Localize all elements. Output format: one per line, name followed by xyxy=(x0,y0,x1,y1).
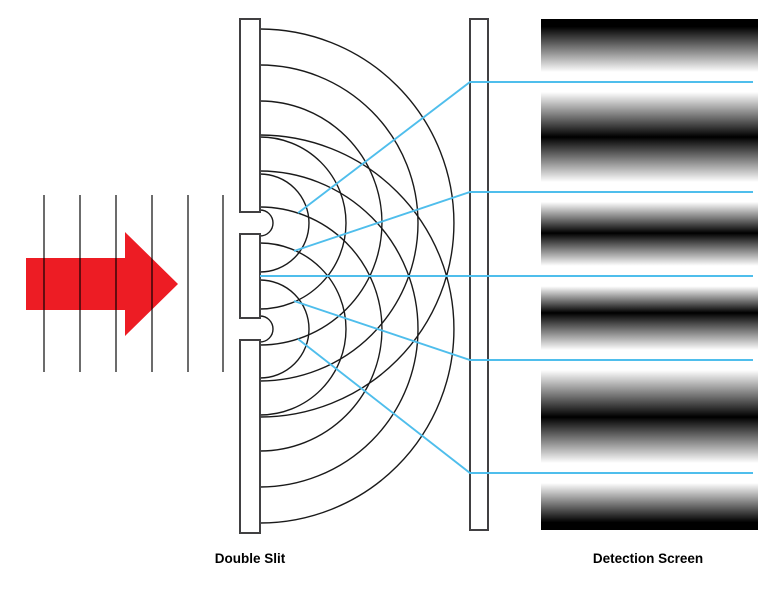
circular-wavefronts xyxy=(259,28,455,524)
bottom-slit-wavefront-arc xyxy=(259,206,383,452)
top-slit-wavefront-arc xyxy=(259,136,347,310)
top-slit-wavefront-arc xyxy=(259,28,455,418)
fringe-line-second-order-bottom xyxy=(297,338,753,474)
bottom-slit-wavefront-arc xyxy=(259,134,455,524)
plane-wavefronts xyxy=(43,195,224,372)
detection-screen xyxy=(541,19,758,530)
bottom-slit-wavefront-arc xyxy=(259,170,419,488)
constructive-interference-lines xyxy=(260,81,753,474)
fringe-line-second-order-top xyxy=(297,81,753,214)
bottom-slit-wavefront-arc xyxy=(259,315,274,343)
top-slit-wavefront-arc xyxy=(259,173,310,273)
top-slit-wavefront-arc xyxy=(259,209,274,237)
bottom-slit-wavefront-arc xyxy=(259,279,310,379)
barrier-segment xyxy=(239,233,261,319)
barrier-segment xyxy=(239,18,261,213)
detection-screen-label: Detection Screen xyxy=(593,551,703,566)
double-slit-label: Double Slit xyxy=(215,551,286,566)
top-slit-wavefront-arc xyxy=(259,100,383,346)
fringe-line-first-order-top xyxy=(293,191,753,252)
fringe-line-first-order-bottom xyxy=(293,300,753,361)
bottom-slit-wavefront-arc xyxy=(259,242,347,416)
intermediate-panel xyxy=(469,18,489,531)
top-slit-wavefront-arc xyxy=(259,64,419,382)
double-slit-barrier xyxy=(239,18,261,534)
incident-wave-arrow-icon xyxy=(26,232,178,336)
barrier-segment xyxy=(239,339,261,534)
